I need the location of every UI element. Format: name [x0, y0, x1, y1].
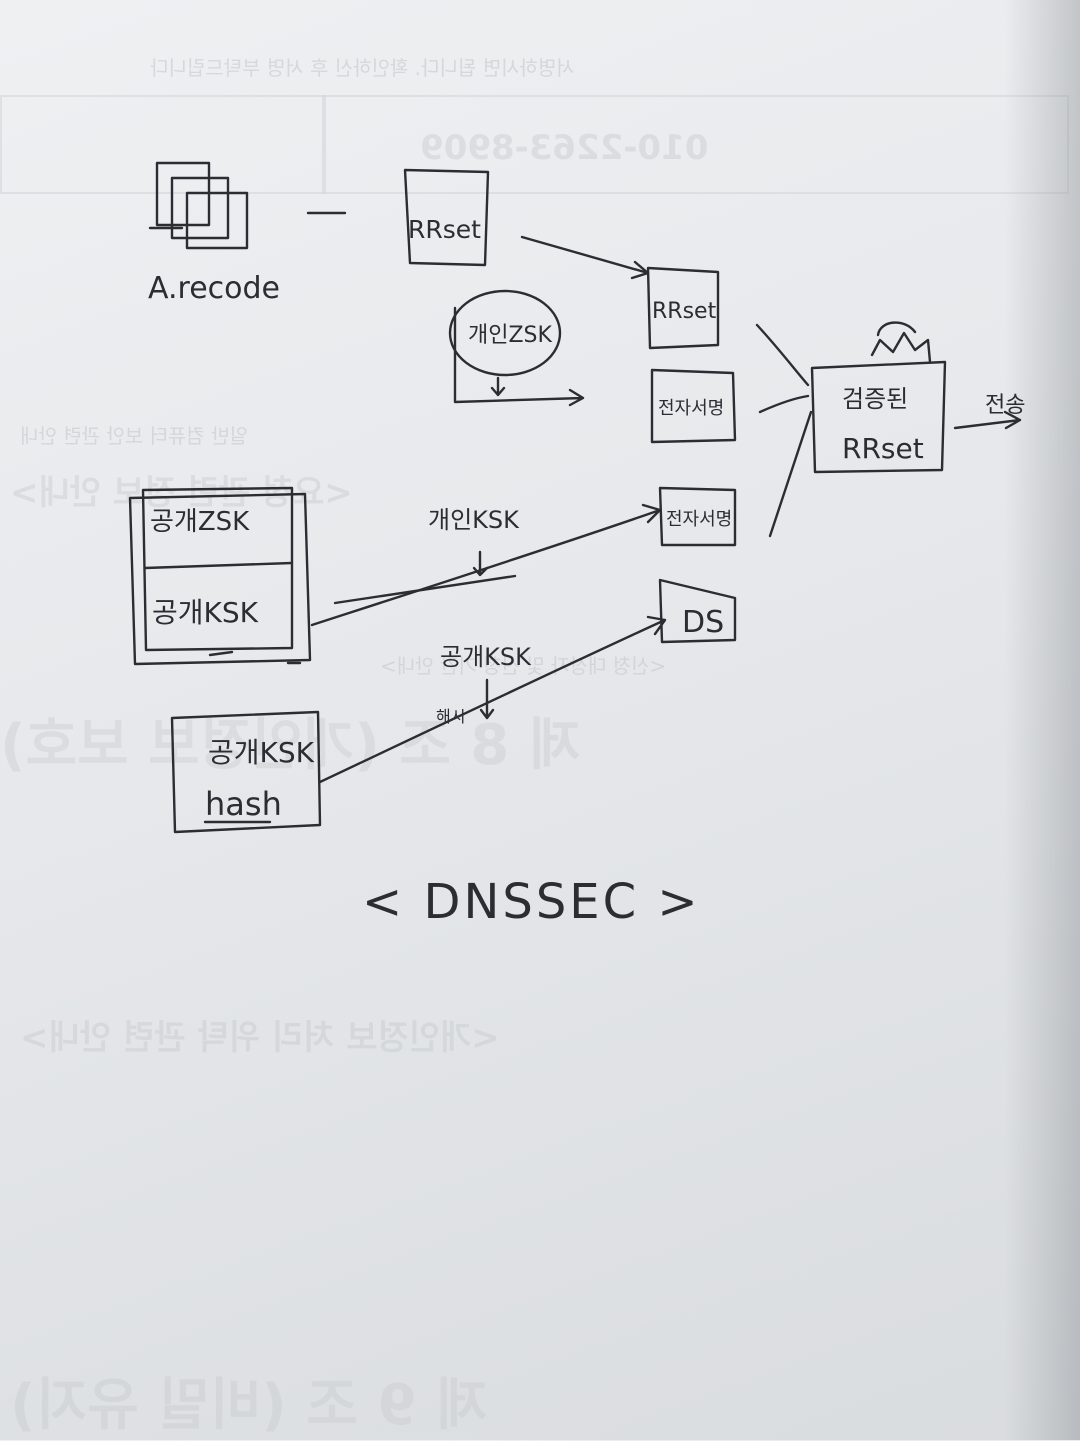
label-rrset-top: RRset — [408, 215, 481, 244]
arrow-rrset-to-rrset — [520, 235, 650, 280]
a-records-stack — [148, 161, 249, 250]
label-public-ksk: 공개KSK — [152, 596, 259, 629]
key-group-outer — [128, 492, 312, 666]
label-a-records: A.recode — [148, 271, 280, 306]
hash-down-tick — [479, 678, 495, 720]
label-rrset-mid: RRset — [652, 299, 717, 324]
label-private-ksk: 개인KSK — [428, 506, 520, 534]
label-hash-box-line2: hash — [205, 785, 282, 823]
label-public-ksk-hash: 공개KSK — [440, 643, 532, 671]
rrset-mid-box — [646, 266, 720, 350]
converge-line-1 — [755, 323, 810, 387]
label-zsk-private: 개인ZSK — [468, 323, 553, 348]
label-verified-line2: RRset — [842, 432, 924, 465]
key-group-divider — [143, 561, 294, 570]
verified-rrset-box — [810, 360, 947, 474]
zsk-private-circle — [448, 289, 562, 377]
label-send: 전송 — [985, 393, 1025, 418]
arrow-hash-to-ds — [318, 615, 667, 784]
ksk-down-tick — [472, 550, 489, 577]
bleed-divider — [322, 95, 326, 194]
zsk-down-tick — [490, 376, 506, 397]
crown-doodle — [870, 321, 932, 364]
signature-1-box — [650, 368, 737, 444]
converge-line-3 — [768, 410, 813, 538]
diagram-title: < DNSSEC > — [362, 874, 701, 930]
rrset-top-box — [403, 168, 490, 267]
bleed-header-box — [0, 95, 1069, 194]
converge-line-2 — [758, 394, 810, 414]
label-hash-box-line1: 공개KSK — [208, 736, 315, 769]
hash-box — [170, 710, 322, 834]
zsk-to-signature-path — [453, 306, 585, 407]
label-signature-2: 전자서명 — [666, 509, 732, 530]
label-public-zsk: 공개ZSK — [150, 507, 250, 537]
label-verified-line1: 검증된 — [842, 385, 908, 413]
underline-mid — [333, 574, 517, 605]
key-group-bottom-marks — [208, 650, 302, 665]
signature-2-box — [658, 486, 737, 547]
key-group-box — [141, 486, 294, 652]
label-hash-mark: 해시 — [436, 707, 465, 726]
label-signature-1: 전자서명 — [658, 398, 724, 419]
arrow-to-send — [953, 410, 1022, 430]
label-ds: DS — [682, 605, 724, 640]
